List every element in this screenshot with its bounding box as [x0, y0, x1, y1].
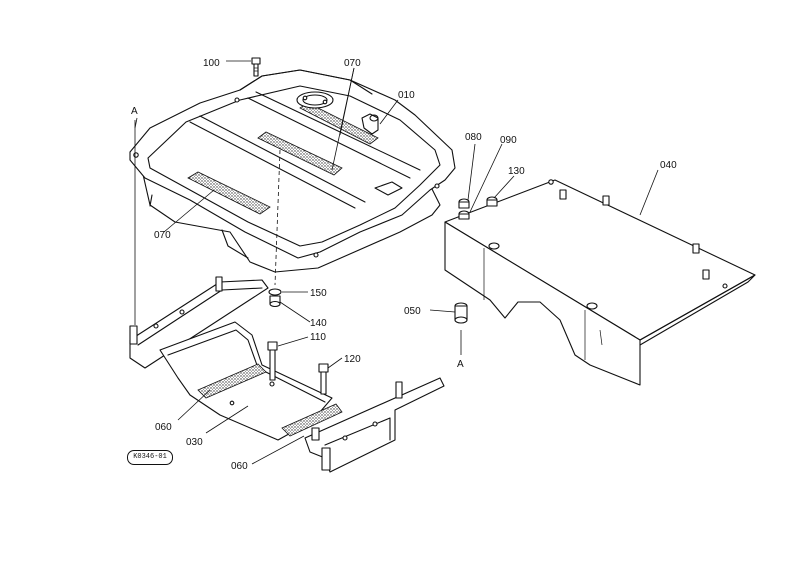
label-040: 040: [660, 160, 677, 171]
label-030: 030: [186, 437, 203, 448]
washer-090: [458, 210, 470, 220]
fuel-tank: [129, 69, 456, 273]
label-100: 100: [203, 58, 220, 69]
label-130: 130: [508, 166, 525, 177]
bolt-120: [318, 363, 329, 395]
label-010: 010: [398, 90, 415, 101]
label-060-bottom: 060: [231, 461, 248, 472]
label-090: 090: [500, 135, 517, 146]
washer-130: [486, 196, 498, 207]
label-150: 150: [310, 288, 327, 299]
label-080: 080: [465, 132, 482, 143]
tank-bracket: [129, 276, 445, 473]
bolt-110: [267, 341, 278, 387]
drawing-code: K0346-01: [127, 450, 173, 465]
cover-panel: [444, 179, 756, 386]
label-050: 050: [404, 306, 421, 317]
nut-080: [458, 198, 470, 209]
marker-a-bottom: A: [457, 359, 464, 370]
rubber-mount-050: [454, 302, 468, 324]
label-070-top: 070: [344, 58, 361, 69]
leader-lines: [134, 60, 659, 465]
part-labels: 100 070 010 070 080 090 130 040 050 150 …: [131, 58, 677, 472]
alignment-line: [274, 149, 281, 286]
bushing-150-140: [268, 288, 282, 308]
label-070-left: 070: [154, 230, 171, 241]
label-060-left: 060: [155, 422, 172, 433]
marker-a-top: A: [131, 106, 138, 117]
bolt-100: [251, 57, 261, 77]
label-120: 120: [344, 354, 361, 365]
label-140: 140: [310, 318, 327, 329]
label-110: 110: [310, 332, 326, 343]
